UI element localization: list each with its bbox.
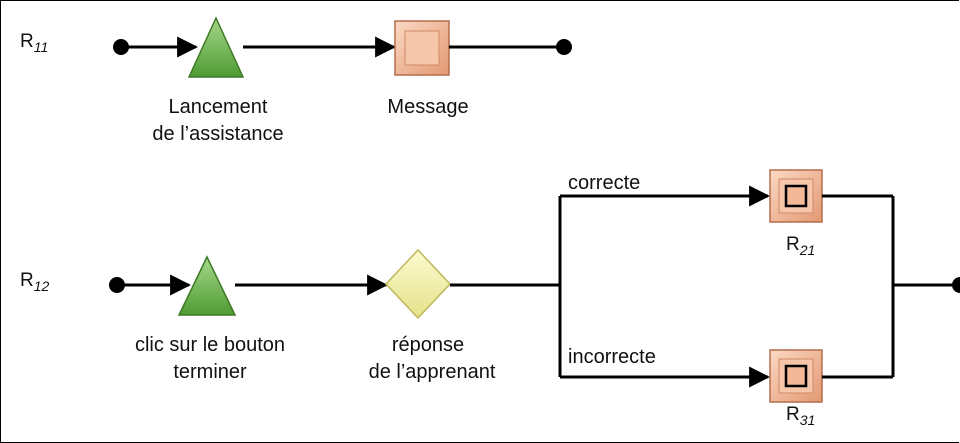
subroutine-square-r21 [769,169,823,223]
event-label-line2: de l’assistance [152,123,283,145]
subroutine-label-r21: R21 [786,234,815,258]
subroutine-square-r31 [769,349,823,403]
row-r12: R12 correcte R21 incorrecte R31 [20,169,960,428]
event-label-line1: clic sur le bouton [135,334,285,356]
branch-label-incorrecte: incorrecte [568,346,656,368]
event-label-line1: Lancement [169,96,268,118]
decision-diamond-reponse [384,248,452,320]
event-triangle-lancement [187,16,245,78]
row-r11: R11 Lancement de l’assistance Message [20,16,572,145]
action-square-message [394,20,450,76]
row-label-r12: R12 [20,270,50,294]
end-node [952,277,960,293]
decision-label-line1: réponse [392,334,464,356]
subroutine-label-r31: R31 [786,404,815,428]
branch-label-correcte: correcte [568,172,640,194]
row-label-r11: R11 [20,31,48,55]
event-triangle-clic [177,255,237,316]
event-label-line2: terminer [173,361,247,383]
action-label: Message [387,96,468,118]
end-node [556,39,572,55]
decision-label-line2: de l’apprenant [369,361,496,383]
